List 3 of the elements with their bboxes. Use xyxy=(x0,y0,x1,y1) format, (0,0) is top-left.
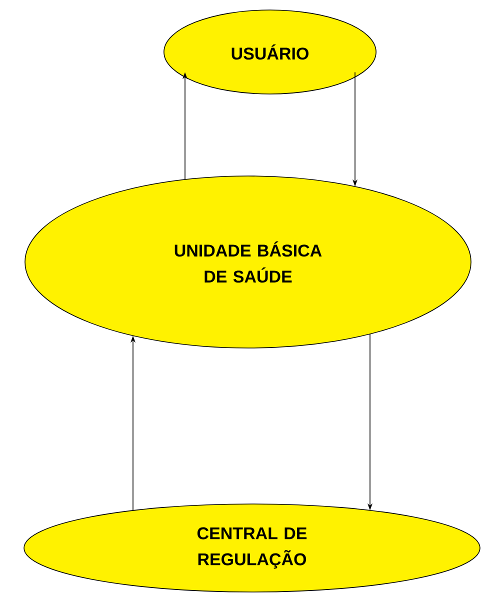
ellipse-node: USUÁRIO xyxy=(164,10,376,94)
ellipse-node: UNIDADE BÁSICA DE SAÚDE xyxy=(24,176,472,348)
ellipse-node: CENTRAL DE REGULAÇÃO xyxy=(24,504,480,592)
